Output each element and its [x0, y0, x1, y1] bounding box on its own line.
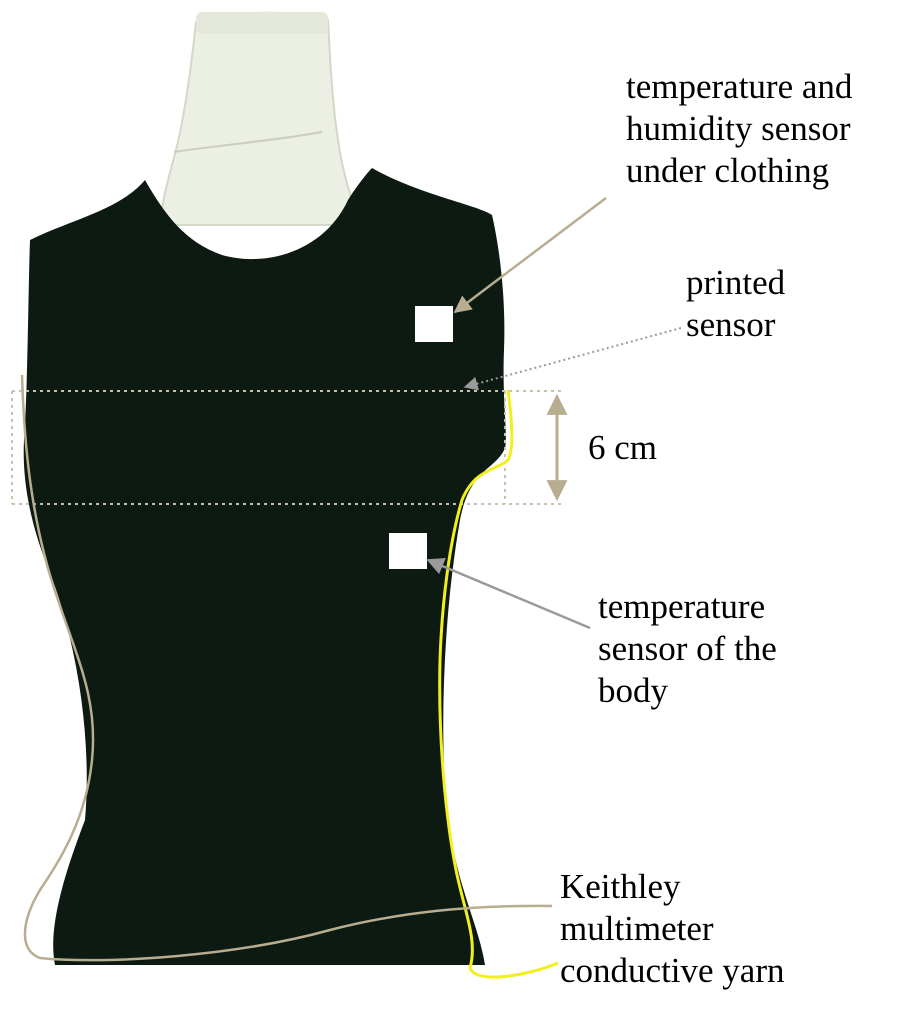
- body-temperature-sensor-patch: [389, 533, 427, 569]
- printed-sensor-label-line-2: sensor: [686, 304, 785, 346]
- humidity-sensor-patch: [415, 306, 453, 342]
- humidity-sensor-label-line-2: humidity sensor: [626, 108, 852, 150]
- yarn-label-line-2: multimeter: [560, 908, 785, 950]
- yarn-label-line-3: conductive yarn: [560, 950, 785, 992]
- humidity-sensor-label-line-1: temperature and: [626, 66, 852, 108]
- width-label-text: 6 cm: [588, 427, 657, 469]
- yarn-label-line-1: Keithley: [560, 866, 785, 908]
- body-temperature-pointer: [428, 560, 590, 628]
- printed-sensor-label-line-1: printed: [686, 262, 785, 304]
- width-label: 6 cm: [588, 427, 657, 469]
- garment: [24, 168, 506, 965]
- yarn-label: Keithley multimeter conductive yarn: [560, 866, 785, 992]
- body-temperature-label-line-2: sensor of the: [598, 628, 777, 670]
- mannequin-neck: [160, 12, 360, 225]
- humidity-sensor-label-line-3: under clothing: [626, 150, 852, 192]
- body-temperature-label: temperature sensor of the body: [598, 586, 777, 712]
- humidity-sensor-label: temperature and humidity sensor under cl…: [626, 66, 852, 192]
- printed-sensor-label: printed sensor: [686, 262, 785, 346]
- body-temperature-label-line-1: temperature: [598, 586, 777, 628]
- body-temperature-label-line-3: body: [598, 670, 777, 712]
